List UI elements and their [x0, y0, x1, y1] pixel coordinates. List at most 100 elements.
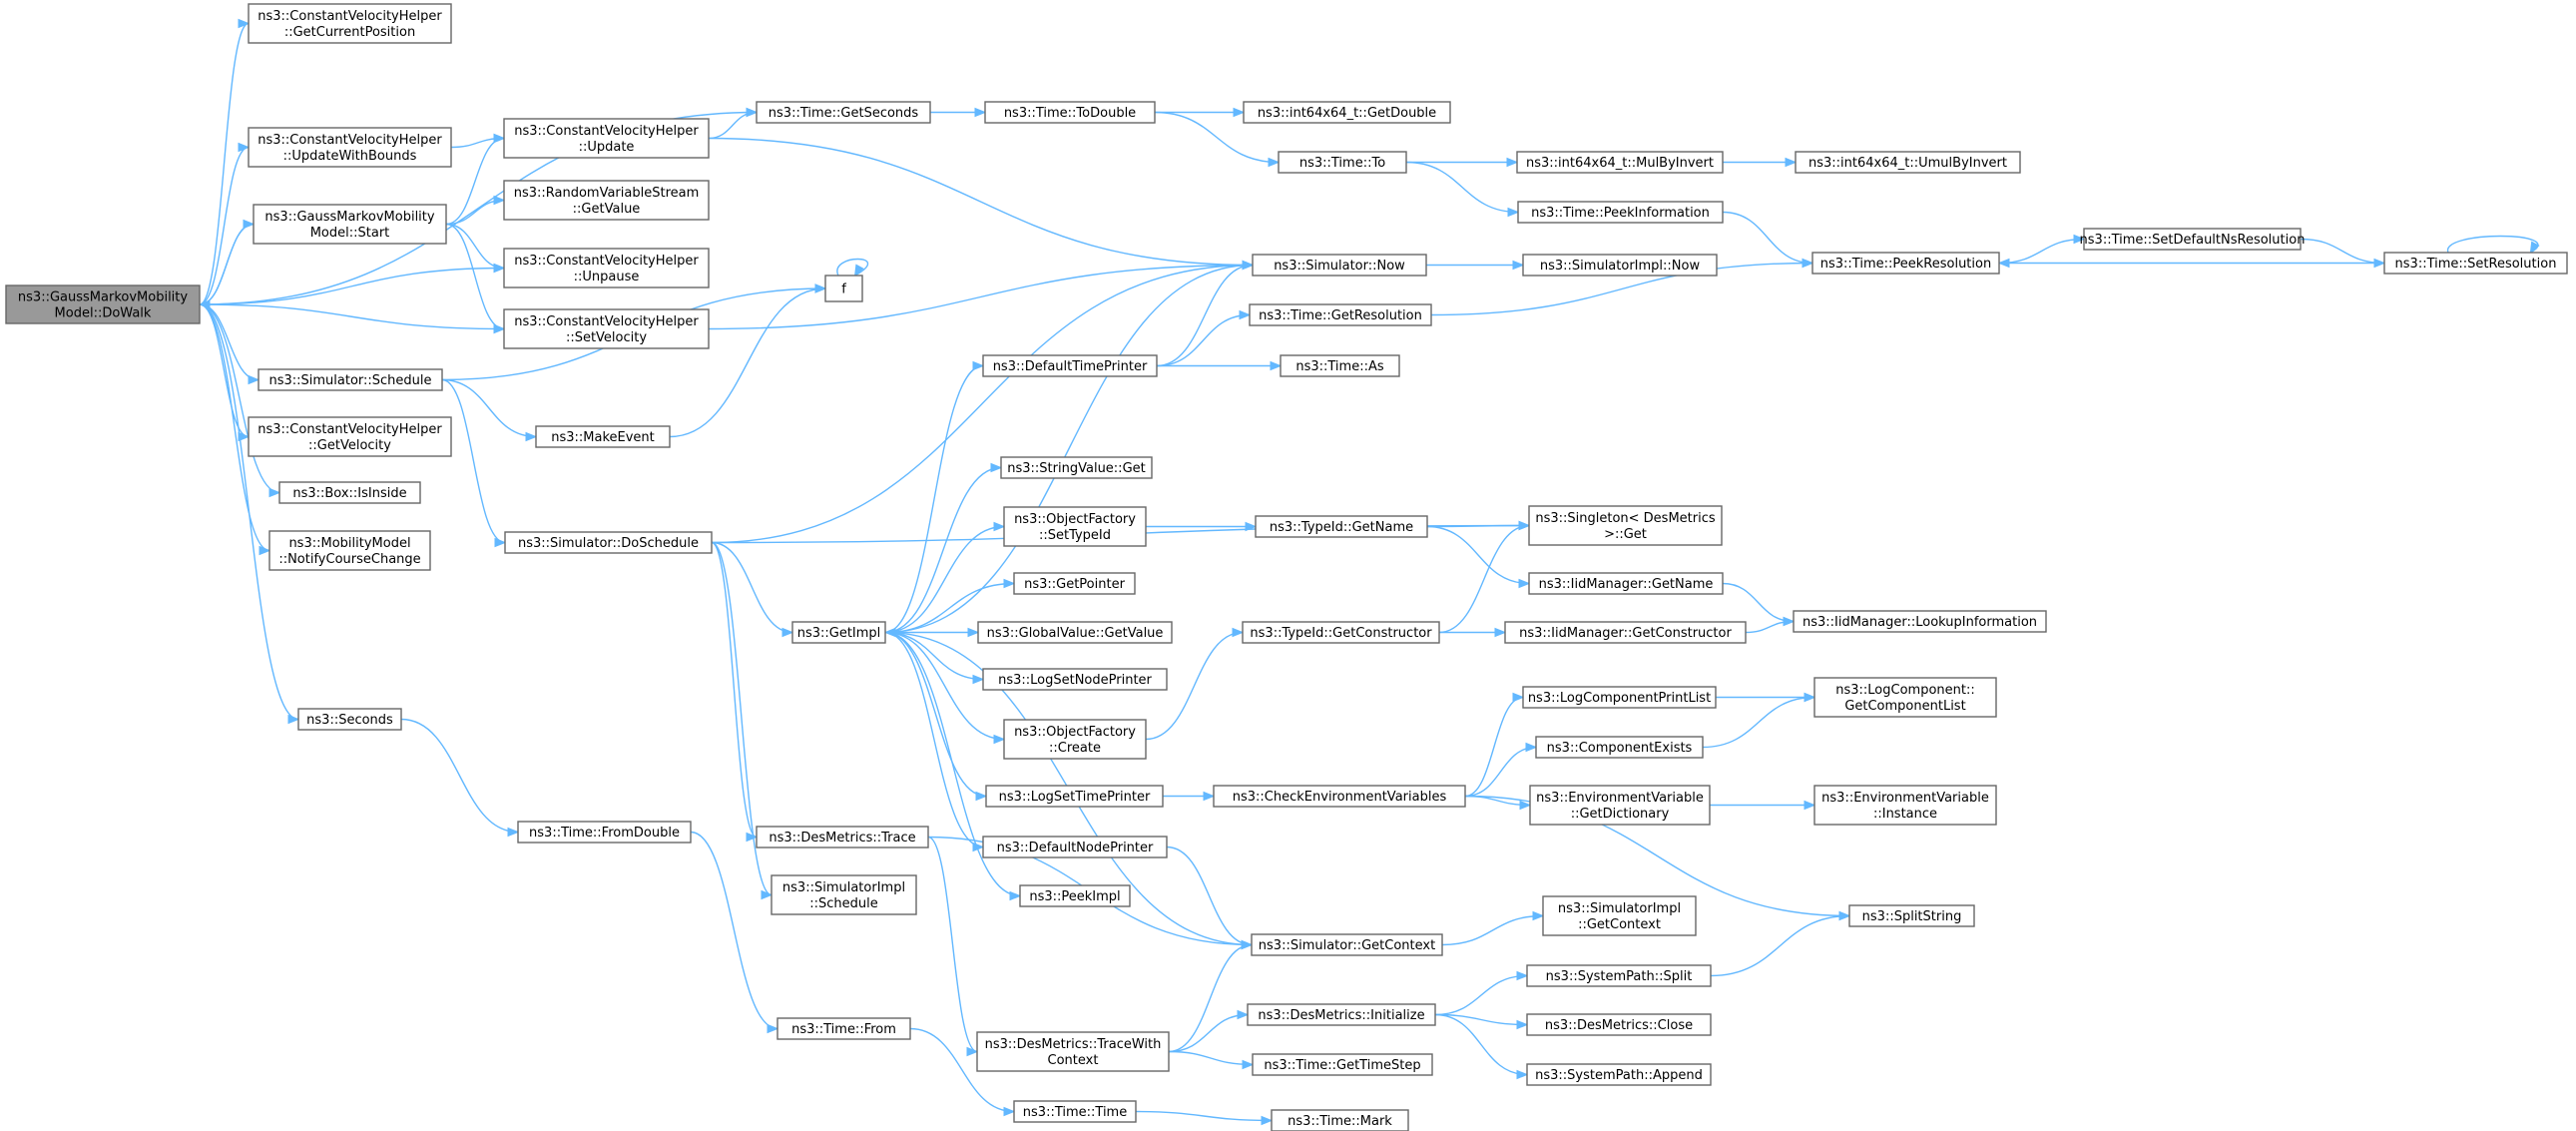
node-time-to[interactable]: ns3::Time::To: [1278, 151, 1407, 174]
edge-getimpl-to-objf-create: [884, 631, 1006, 745]
node-envvar-instance[interactable]: ns3::EnvironmentVariable::Instance: [1813, 785, 1997, 826]
node-typeid-getname[interactable]: ns3::TypeId::GetName: [1255, 515, 1428, 538]
node-sim-now[interactable]: ns3::Simulator::Now: [1252, 254, 1427, 277]
node-gv-getvalue[interactable]: ns3::GlobalValue::GetValue: [977, 621, 1173, 644]
node-cvh-setvel[interactable]: ns3::ConstantVelocityHelper::SetVelocity: [503, 308, 710, 349]
node-simimpl-sched[interactable]: ns3::SimulatorImpl::Schedule: [771, 874, 917, 915]
node-f[interactable]: f: [824, 275, 863, 302]
node-logsetnodeprinter[interactable]: ns3::LogSetNodePrinter: [982, 668, 1168, 691]
node-time-getsec[interactable]: ns3::Time::GetSeconds: [756, 101, 931, 124]
node-peekimpl[interactable]: ns3::PeekImpl: [1019, 884, 1131, 907]
edge-dowalk-to-seconds: [199, 303, 300, 725]
edge-dowalk-to-cvh-getvel: [199, 303, 251, 442]
node-compexists[interactable]: ns3::ComponentExists: [1535, 736, 1704, 759]
edge-line: [1998, 238, 2085, 265]
node-box: [1013, 1100, 1137, 1123]
node-label: ns3::ConstantVelocityHelper: [514, 314, 699, 329]
edge-arrowhead: [1518, 520, 1531, 531]
edge-line: [708, 137, 1254, 267]
node-time-fromdouble[interactable]: ns3::Time::FromDouble: [517, 821, 692, 844]
node-defnodeprinter[interactable]: ns3::DefaultNodePrinter: [982, 836, 1168, 858]
node-box: [517, 821, 692, 844]
node-iidm-lookup[interactable]: ns3::IidManager::LookupInformation: [1793, 610, 2047, 633]
node-time-todouble[interactable]: ns3::Time::ToDouble: [984, 101, 1156, 124]
node-checkenv[interactable]: ns3::CheckEnvironmentVariables: [1213, 785, 1466, 808]
node-logcompprintlist[interactable]: ns3::LogComponentPrintList: [1522, 686, 1717, 709]
node-label: ns3::DesMetrics::Close: [1545, 1018, 1693, 1033]
node-box: [1000, 456, 1153, 479]
node-mm-notify[interactable]: ns3::MobilityModel::NotifyCourseChange: [268, 530, 431, 571]
node-simimpl-now[interactable]: ns3::SimulatorImpl::Now: [1522, 254, 1718, 277]
node-simimpl-getctx[interactable]: ns3::SimulatorImpl::GetContext: [1542, 895, 1697, 936]
node-splitstring[interactable]: ns3::SplitString: [1848, 904, 1975, 927]
node-cvh-getvel[interactable]: ns3::ConstantVelocityHelper::GetVelocity: [248, 416, 452, 457]
node-desm-init[interactable]: ns3::DesMetrics::Initialize: [1247, 1003, 1436, 1026]
node-desm-trace[interactable]: ns3::DesMetrics::Trace: [756, 826, 929, 848]
edge-time-todouble-to-time-to: [1154, 111, 1281, 168]
node-label: ns3::SimulatorImpl::Now: [1540, 259, 1701, 274]
node-logsettimeprinter[interactable]: ns3::LogSetTimePrinter: [985, 785, 1164, 808]
node-iidm-getctor[interactable]: ns3::IidManager::GetConstructor: [1504, 621, 1747, 644]
edge-line: [884, 582, 1015, 634]
node-label: ns3::Time::Mark: [1288, 1114, 1392, 1129]
node-label: ns3::DesMetrics::TraceWith: [985, 1037, 1162, 1052]
node-box: [503, 308, 710, 349]
node-box: [976, 1031, 1170, 1072]
node-syspath-split[interactable]: ns3::SystemPath::Split: [1526, 964, 1712, 987]
node-cvh-getpos[interactable]: ns3::ConstantVelocityHelper::GetCurrentP…: [248, 3, 452, 44]
node-objf-settypeid[interactable]: ns3::ObjectFactory::SetTypeId: [1003, 506, 1147, 547]
node-typeid-getctor[interactable]: ns3::TypeId::GetConstructor: [1242, 621, 1440, 644]
node-time-peekinfo[interactable]: ns3::Time::PeekInformation: [1517, 201, 1724, 224]
node-cvh-update[interactable]: ns3::ConstantVelocityHelper::Update: [503, 118, 710, 159]
node-box: [1252, 1053, 1433, 1076]
edge-line: [445, 223, 505, 270]
node-label: ns3::DefaultTimePrinter: [993, 359, 1148, 374]
edge-line: [1722, 211, 1813, 265]
edge-arrowhead: [1785, 157, 1798, 168]
node-strval-get[interactable]: ns3::StringValue::Get: [1000, 456, 1153, 479]
node-cvh-updb[interactable]: ns3::ConstantVelocityHelper::UpdateWithB…: [248, 127, 452, 168]
edge-line: [711, 264, 1254, 544]
node-label: ns3::Time::GetTimeStep: [1264, 1058, 1420, 1073]
node-time-as[interactable]: ns3::Time::As: [1280, 354, 1400, 377]
node-i64-mulbyinv[interactable]: ns3::int64x64_t::MulByInvert: [1516, 151, 1724, 174]
node-getpointer[interactable]: ns3::GetPointer: [1013, 572, 1136, 595]
node-iidm-getname[interactable]: ns3::IidManager::GetName: [1528, 572, 1724, 595]
node-sim-sched[interactable]: ns3::Simulator::Schedule: [258, 368, 443, 391]
edge-cvh-update-to-time-getsec: [708, 107, 759, 140]
node-time-from[interactable]: ns3::Time::From: [776, 1017, 911, 1040]
node-i64-umulbyinv[interactable]: ns3::int64x64_t::UmulByInvert: [1795, 151, 2021, 174]
node-syspath-append[interactable]: ns3::SystemPath::Append: [1526, 1063, 1712, 1086]
node-seconds[interactable]: ns3::Seconds: [297, 708, 402, 731]
edge-line: [2300, 238, 2385, 265]
node-time-setres[interactable]: ns3::Time::SetResolution: [2383, 252, 2568, 275]
node-time-mark[interactable]: ns3::Time::Mark: [1271, 1109, 1409, 1131]
node-cvh-unpause[interactable]: ns3::ConstantVelocityHelper::Unpause: [503, 248, 710, 288]
node-time-gettimestep[interactable]: ns3::Time::GetTimeStep: [1252, 1053, 1433, 1076]
node-objf-create[interactable]: ns3::ObjectFactory::Create: [1003, 719, 1147, 760]
node-time-getres[interactable]: ns3::Time::GetResolution: [1249, 303, 1432, 326]
node-deftimeprinter[interactable]: ns3::DefaultTimePrinter: [982, 354, 1158, 377]
node-sim-dosched[interactable]: ns3::Simulator::DoSchedule: [504, 531, 713, 554]
node-desm-close[interactable]: ns3::DesMetrics::Close: [1526, 1013, 1712, 1036]
node-singleton-get[interactable]: ns3::Singleton< DesMetrics>::Get: [1528, 505, 1723, 546]
edge-typeid-getctor-to-singleton-get: [1438, 520, 1531, 634]
edge-getimpl-to-strval-get: [884, 462, 1003, 634]
node-getimpl[interactable]: ns3::GetImpl: [791, 621, 886, 644]
node-makeevent[interactable]: ns3::MakeEvent: [535, 425, 671, 448]
edge-desm-init-to-syspath-split: [1434, 970, 1529, 1016]
node-time-setdefres[interactable]: ns3::Time::SetDefaultNsResolution: [2080, 228, 2306, 251]
edge-line: [708, 111, 758, 140]
node-envvar-getdict[interactable]: ns3::EnvironmentVariable::GetDictionary: [1529, 785, 1711, 826]
node-time-peekres[interactable]: ns3::Time::PeekResolution: [1811, 252, 2000, 275]
node-logcomp-getlist[interactable]: ns3::LogComponent::GetComponentList: [1813, 677, 1997, 718]
node-sim-getctx[interactable]: ns3::Simulator::GetContext: [1251, 933, 1443, 956]
node-i64-getdouble[interactable]: ns3::int64x64_t::GetDouble: [1243, 101, 1451, 124]
node-box-inside[interactable]: ns3::Box::IsInside: [278, 481, 421, 504]
edge-arrowhead: [1237, 1009, 1250, 1020]
node-time-time[interactable]: ns3::Time::Time: [1013, 1100, 1137, 1123]
node-rvs-getval[interactable]: ns3::RandomVariableStream::GetValue: [503, 180, 710, 221]
